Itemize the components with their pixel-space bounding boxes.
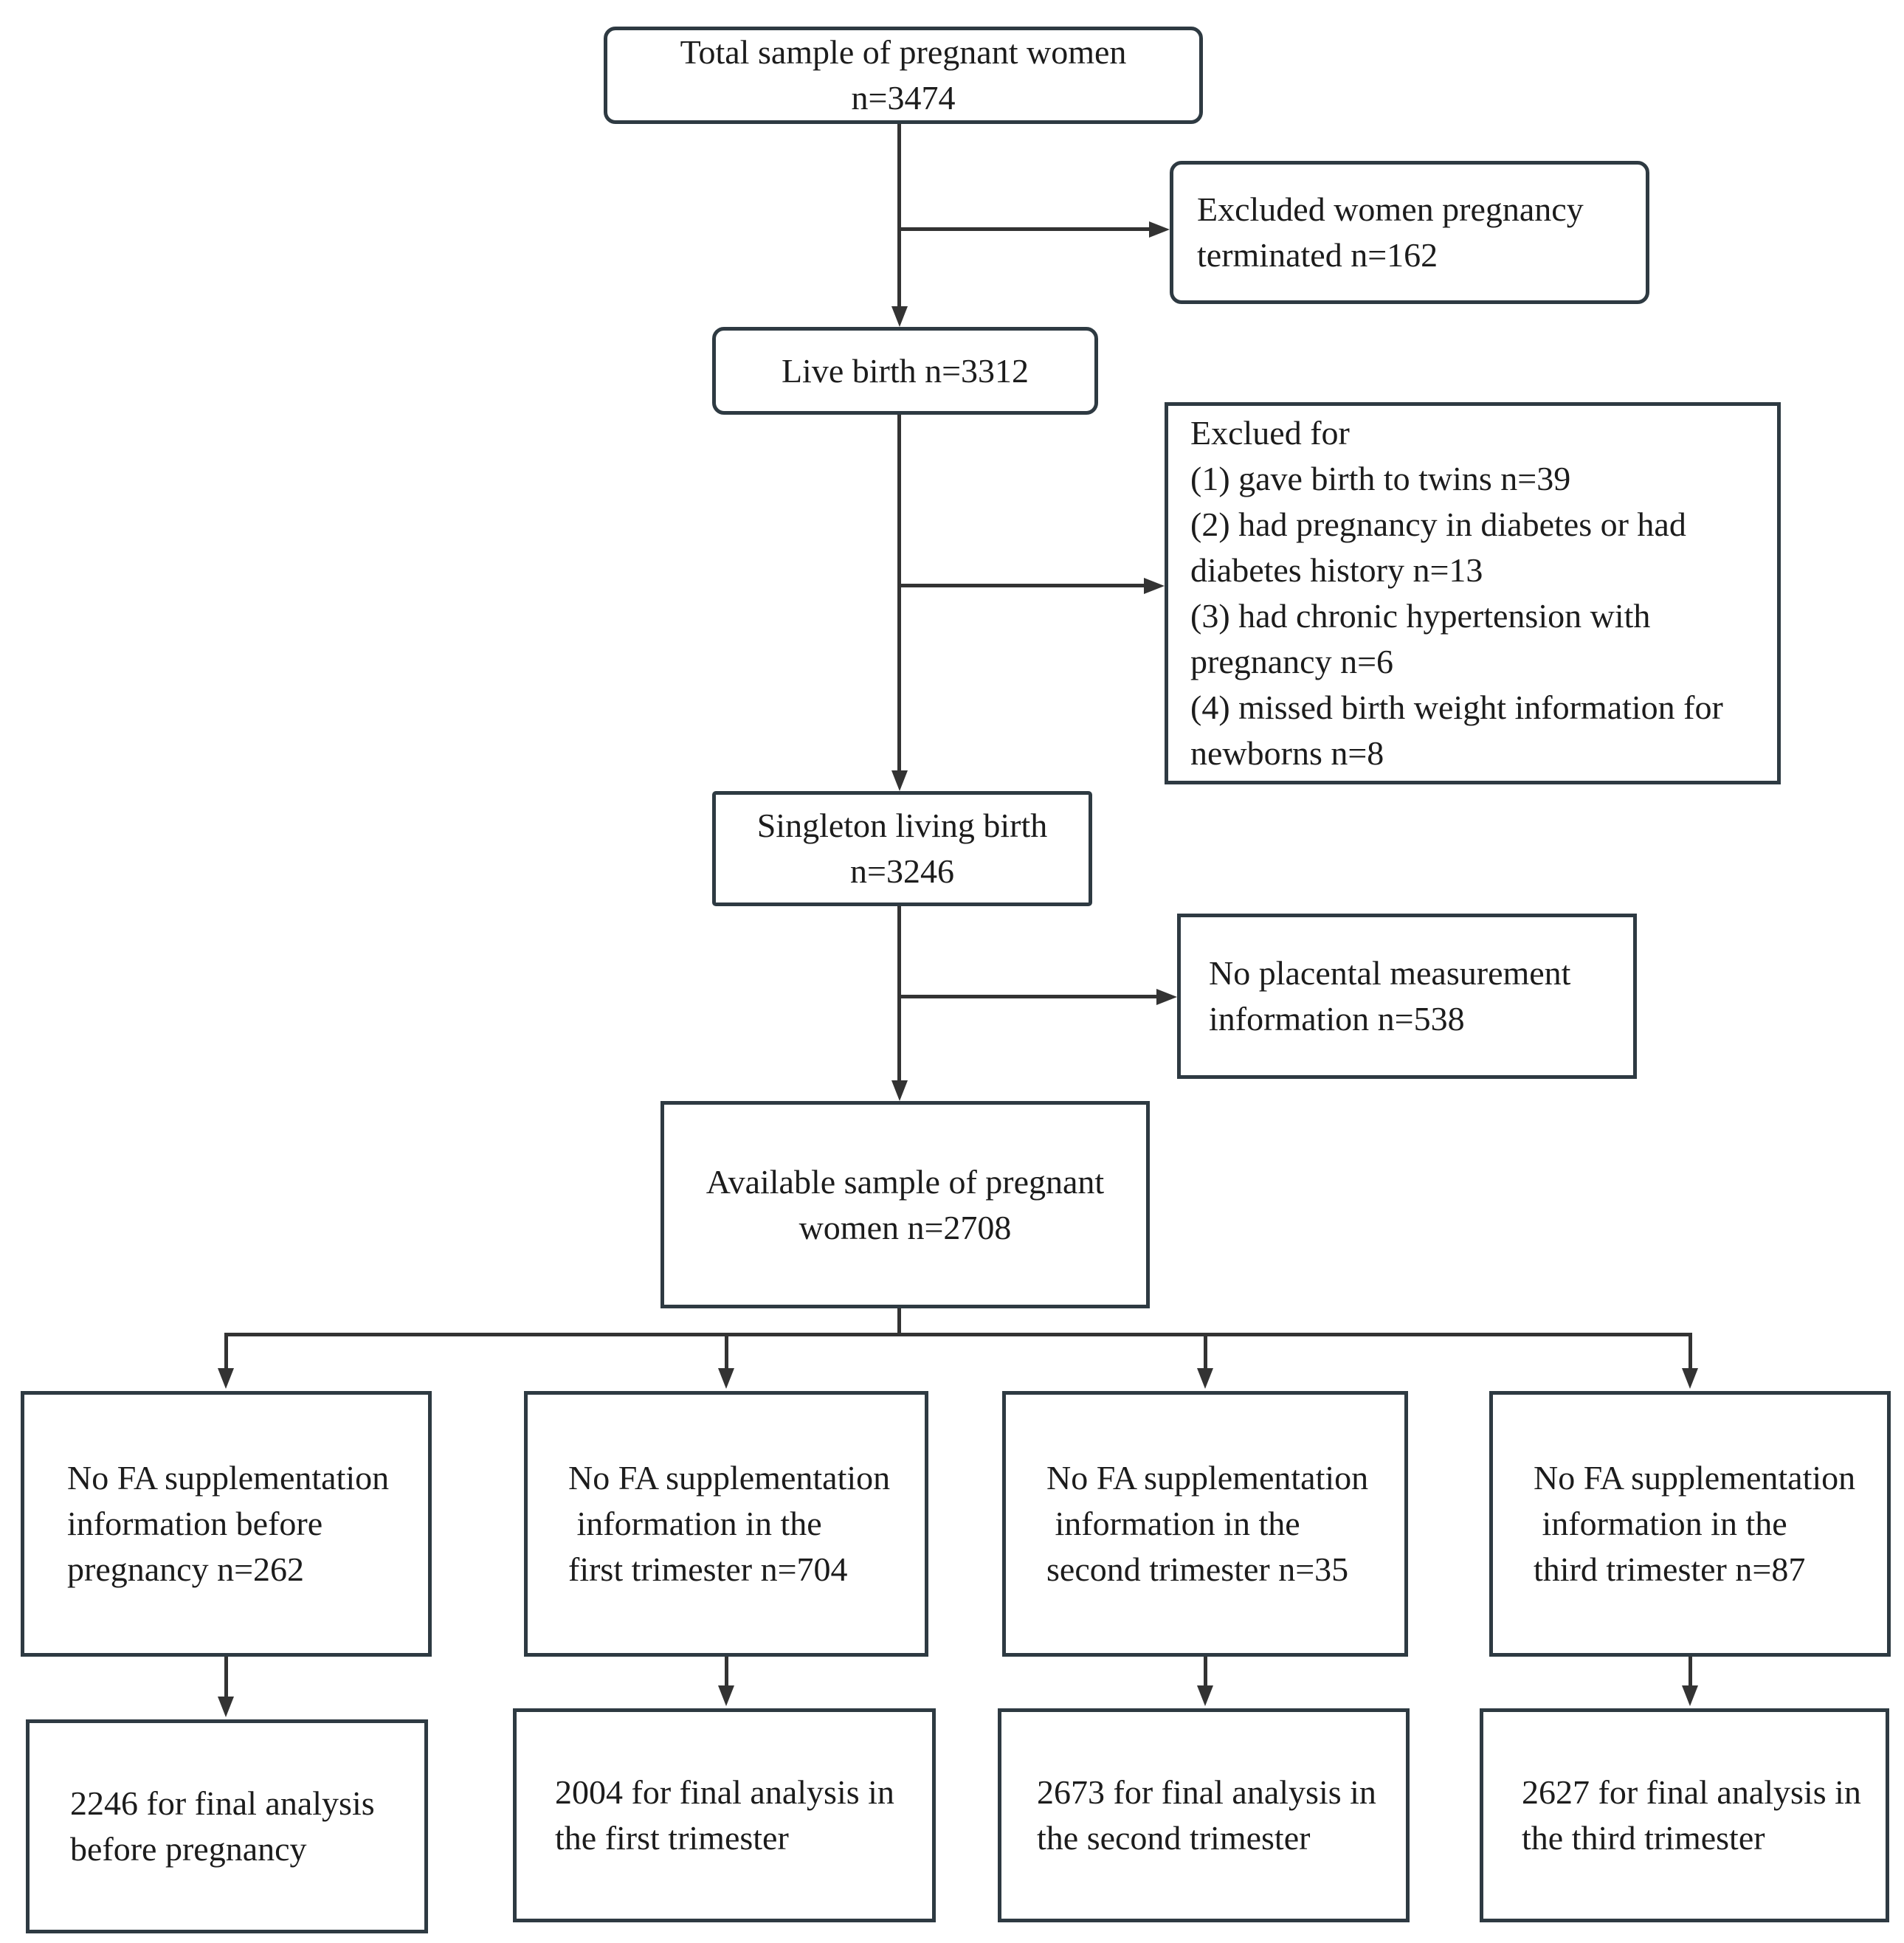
exclusion-reason-item: (1) gave birth to twins n=39 bbox=[1190, 460, 1571, 497]
connector-first-to-final bbox=[725, 1657, 728, 1686]
connector-livebirth-to-singleton bbox=[897, 415, 901, 770]
node-final-before-pregnancy: 2246 for final analysis before pregnancy bbox=[26, 1719, 428, 1933]
node-final-before-line1: 2246 for final analysis bbox=[70, 1784, 375, 1822]
node-excluded-terminated: Excluded women pregnancy terminated n=16… bbox=[1170, 161, 1649, 304]
node-available-sample-line1: Available sample of pregnant bbox=[706, 1162, 1105, 1201]
node-no-fa-second-line1: No FA supplementation bbox=[1046, 1459, 1369, 1497]
arrowhead-final-second bbox=[1197, 1685, 1213, 1706]
node-no-fa-third-trimester: No FA supplementation information in the… bbox=[1489, 1391, 1891, 1657]
arrowhead-no-fa-third bbox=[1682, 1368, 1698, 1389]
node-available-sample: Available sample of pregnant women n=270… bbox=[660, 1101, 1150, 1308]
node-final-first-trimester: 2004 for final analysis in the first tri… bbox=[513, 1708, 936, 1922]
exclusion-reason-item: (4) missed birth weight information for … bbox=[1190, 688, 1723, 772]
connector-to-excluded-terminated bbox=[897, 227, 1152, 231]
connector-drop-before bbox=[224, 1333, 228, 1370]
node-final-second-line2: the second trimester bbox=[1037, 1819, 1311, 1857]
connector-before-to-final bbox=[224, 1657, 228, 1697]
node-no-fa-third-line3: third trimester n=87 bbox=[1534, 1550, 1806, 1588]
exclusion-reason-item: (3) had chronic hypertension with pregna… bbox=[1190, 597, 1651, 680]
arrowhead-no-fa-second bbox=[1197, 1368, 1213, 1389]
node-no-fa-before-line1: No FA supplementation bbox=[67, 1459, 390, 1497]
arrowhead-exclusion-reasons bbox=[1144, 578, 1165, 594]
node-live-birth: Live birth n=3312 bbox=[712, 327, 1098, 415]
connector-second-to-final bbox=[1204, 1657, 1207, 1686]
node-final-second-trimester: 2673 for final analysis in the second tr… bbox=[998, 1708, 1410, 1922]
arrowhead-no-fa-before bbox=[218, 1368, 234, 1389]
node-singleton-birth-line1: Singleton living birth bbox=[756, 807, 1048, 844]
node-singleton-birth-line2: n=3246 bbox=[850, 852, 954, 890]
arrowhead-available bbox=[891, 1080, 908, 1101]
node-no-fa-before-line2: information before bbox=[67, 1505, 323, 1542]
node-exclusion-reasons: Exclued for (1) gave birth to twins n=39… bbox=[1165, 402, 1781, 784]
node-final-before-line2: before pregnancy bbox=[70, 1830, 307, 1868]
connector-distribution-bar bbox=[224, 1333, 1692, 1336]
connector-third-to-final bbox=[1689, 1657, 1692, 1686]
node-total-sample-line2: n=3474 bbox=[851, 79, 956, 117]
connector-drop-second bbox=[1204, 1333, 1207, 1370]
node-no-fa-before-pregnancy: No FA supplementation information before… bbox=[21, 1391, 432, 1657]
arrowhead-singleton bbox=[891, 770, 908, 791]
node-no-placental-line2: information n=538 bbox=[1209, 1000, 1465, 1038]
node-no-placental-line1: No placental measurement bbox=[1209, 954, 1571, 992]
node-no-fa-before-line3: pregnancy n=262 bbox=[67, 1550, 305, 1588]
arrowhead-excluded-terminated bbox=[1149, 221, 1170, 238]
node-final-first-line2: the first trimester bbox=[555, 1819, 789, 1857]
node-no-fa-first-line3: first trimester n=704 bbox=[568, 1550, 848, 1588]
connector-available-down bbox=[897, 1308, 901, 1336]
node-excluded-terminated-line2: terminated n=162 bbox=[1197, 236, 1438, 274]
node-total-sample-line1: Total sample of pregnant women bbox=[680, 33, 1127, 71]
connector-total-to-livebirth bbox=[897, 124, 901, 310]
arrowhead-final-third bbox=[1682, 1685, 1698, 1706]
connector-drop-first bbox=[725, 1333, 728, 1370]
node-no-fa-first-line2: information in the bbox=[568, 1505, 822, 1542]
node-no-fa-third-line2: information in the bbox=[1534, 1505, 1787, 1542]
node-live-birth-line1: Live birth n=3312 bbox=[781, 351, 1029, 390]
node-no-fa-second-line3: second trimester n=35 bbox=[1046, 1550, 1349, 1588]
node-singleton-birth: Singleton living birth n=3246 bbox=[712, 791, 1092, 906]
node-total-sample: Total sample of pregnant women n=3474 bbox=[604, 27, 1203, 124]
connector-singleton-to-available bbox=[897, 906, 901, 1080]
node-final-third-trimester: 2627 for final analysis in the third tri… bbox=[1480, 1708, 1889, 1922]
node-final-first-line1: 2004 for final analysis in bbox=[555, 1773, 894, 1811]
node-no-fa-first-trimester: No FA supplementation information in the… bbox=[524, 1391, 928, 1657]
node-excluded-terminated-line1: Excluded women pregnancy bbox=[1197, 190, 1584, 228]
node-final-third-line2: the third trimester bbox=[1522, 1819, 1765, 1857]
connector-to-exclusion-reasons bbox=[897, 584, 1144, 587]
node-exclusion-reasons-title: Exclued for bbox=[1190, 414, 1350, 452]
node-available-sample-line2: women n=2708 bbox=[798, 1208, 1012, 1246]
arrowhead-no-fa-first bbox=[718, 1368, 734, 1389]
node-no-fa-first-line1: No FA supplementation bbox=[568, 1459, 891, 1497]
connector-to-no-placental bbox=[897, 995, 1156, 998]
node-final-second-line1: 2673 for final analysis in bbox=[1037, 1773, 1376, 1811]
arrowhead-final-first bbox=[718, 1685, 734, 1706]
node-no-fa-second-trimester: No FA supplementation information in the… bbox=[1002, 1391, 1408, 1657]
exclusion-reason-item: (2) had pregnancy in diabetes or had dia… bbox=[1190, 505, 1686, 589]
connector-drop-third bbox=[1689, 1333, 1692, 1370]
node-final-third-line1: 2627 for final analysis in bbox=[1522, 1773, 1861, 1811]
node-no-fa-second-line2: information in the bbox=[1046, 1505, 1300, 1542]
node-no-fa-third-line1: No FA supplementation bbox=[1534, 1459, 1856, 1497]
arrowhead-livebirth bbox=[891, 306, 908, 327]
arrowhead-final-before bbox=[218, 1697, 234, 1717]
node-no-placental: No placental measurement information n=5… bbox=[1177, 914, 1637, 1079]
arrowhead-no-placental bbox=[1156, 989, 1177, 1005]
